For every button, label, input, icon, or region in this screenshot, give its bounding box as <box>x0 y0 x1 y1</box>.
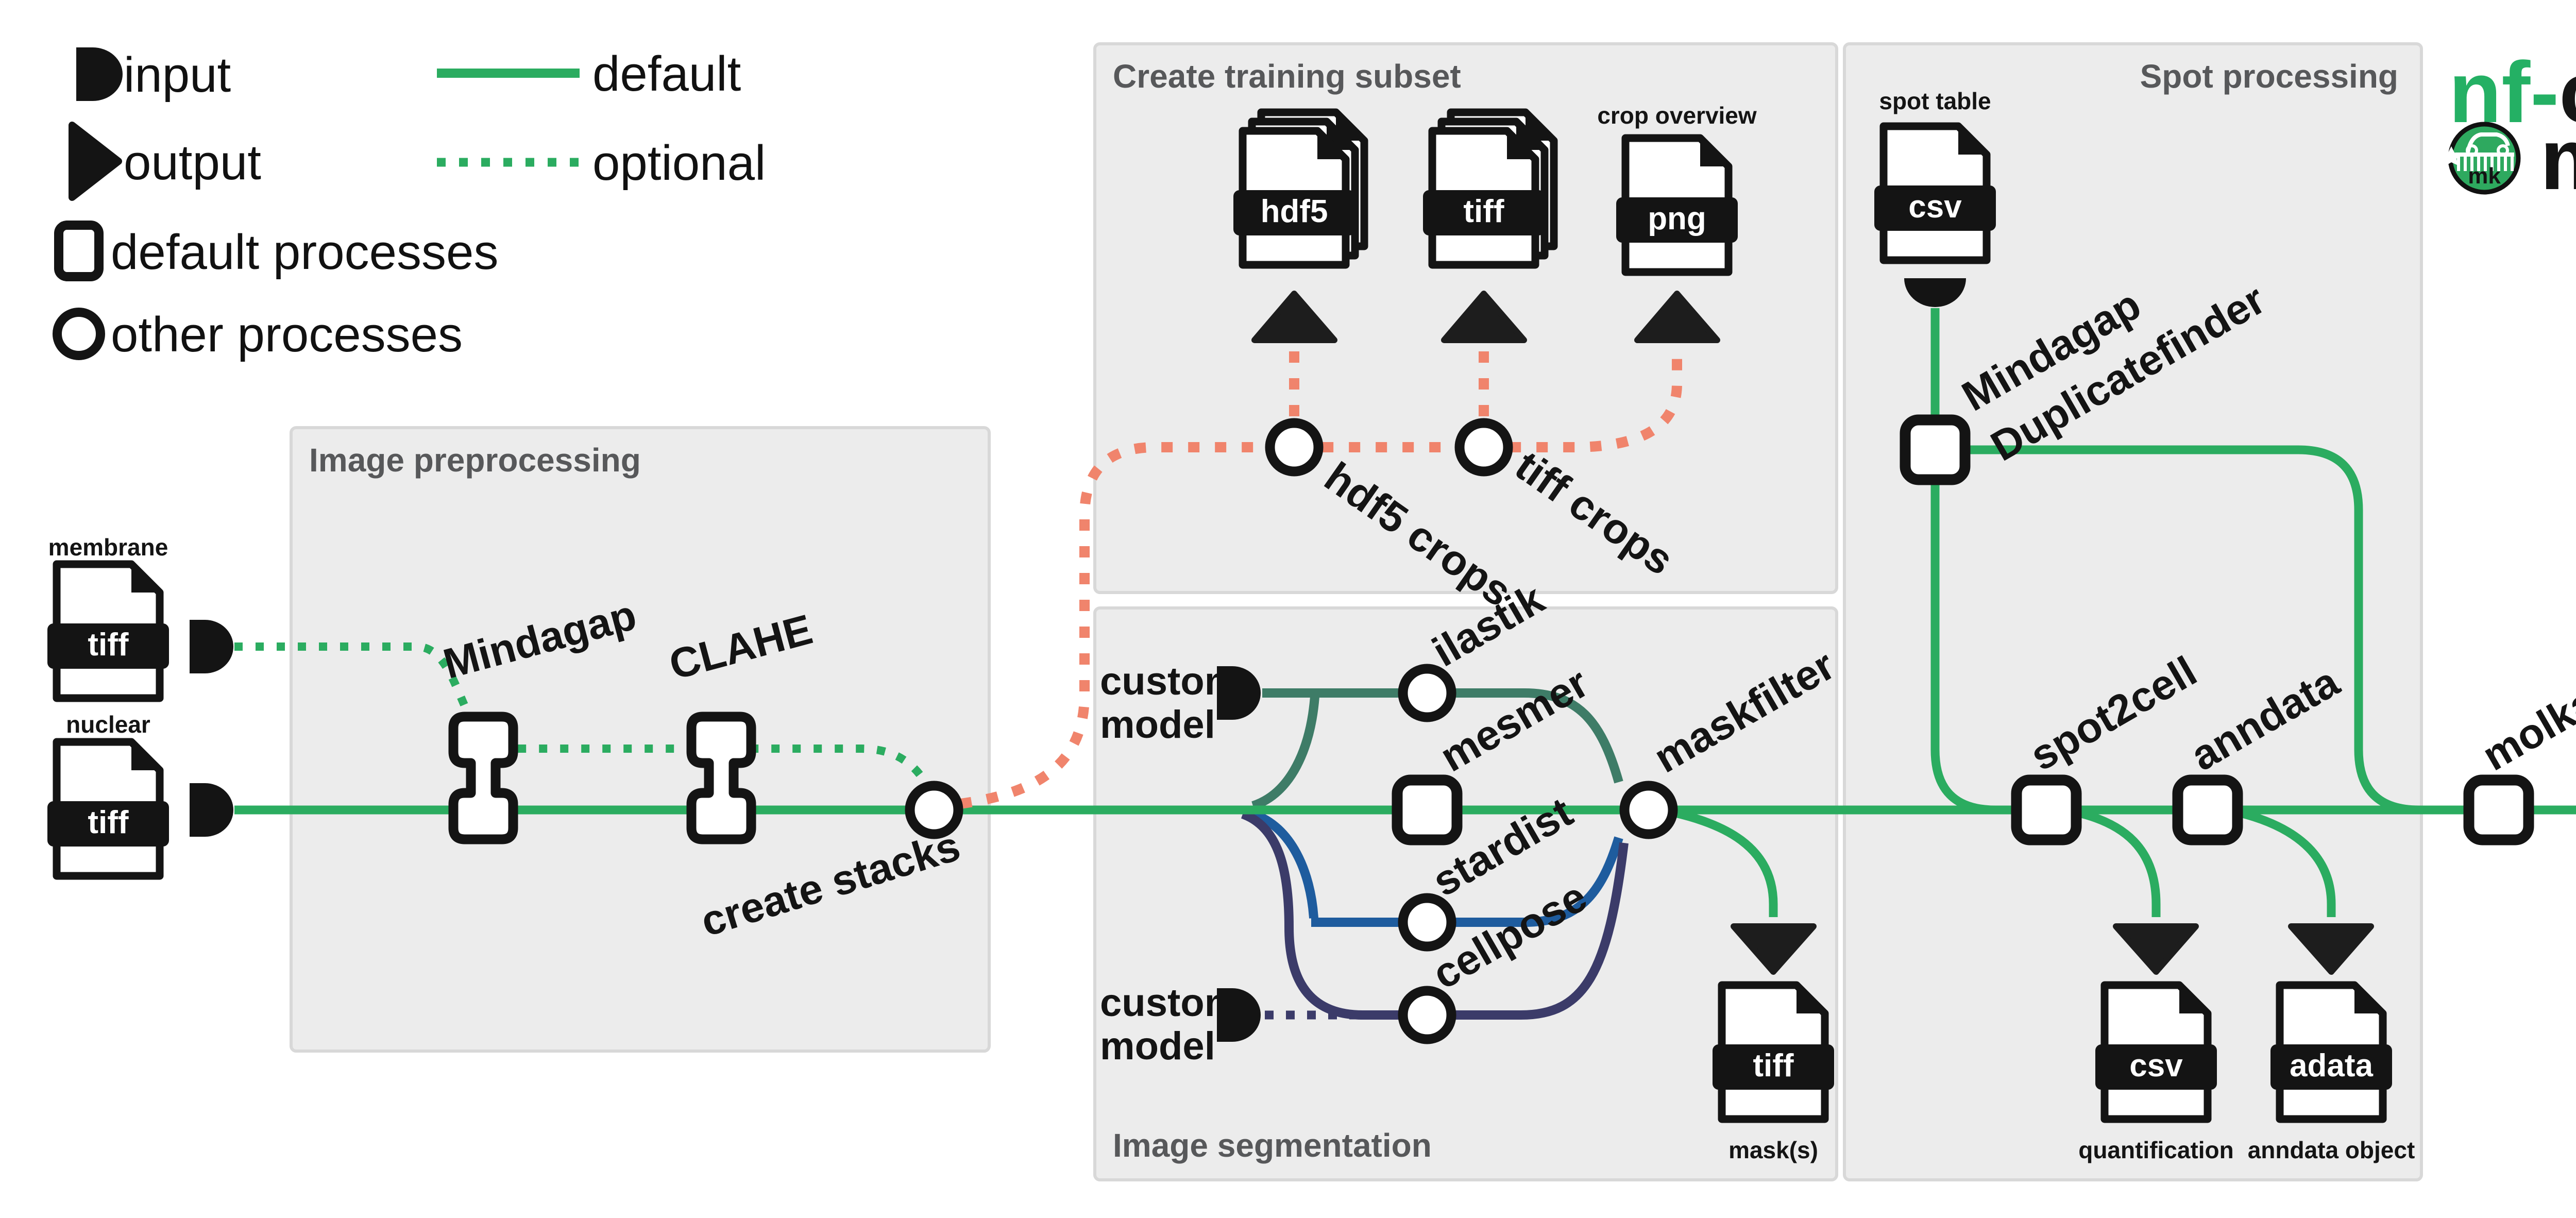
membrane-label: membrane <box>48 534 168 561</box>
legend-default-label: default <box>592 46 741 102</box>
custom-model-top-line2: model <box>1100 703 1215 747</box>
custom-model-labels: custom model custom model <box>1100 659 1239 1068</box>
legend-input-label: input <box>124 47 231 103</box>
ilastik-branch-up <box>1251 696 1319 810</box>
create-stacks-node <box>905 781 963 839</box>
molkart-wordmark: molkart <box>2540 111 2576 208</box>
process-nodes <box>453 414 2534 1044</box>
custom-model-top-line1: custom <box>1100 659 1239 703</box>
masks-file-icon: tiff <box>1713 985 1834 1119</box>
adata-format-label: adata <box>2290 1048 2373 1084</box>
nuclear-file-icon: tiff <box>47 742 169 876</box>
anndata-object-file-icon: adata <box>2270 985 2392 1119</box>
anndata-node <box>2172 774 2243 845</box>
spot-table-input-icon <box>1904 278 1966 307</box>
quantification-file-icon: csv <box>2095 985 2217 1119</box>
spot2cell-node <box>2011 774 2082 845</box>
legend-optional-label: optional <box>592 136 766 191</box>
tiff-crops-node <box>1454 418 1513 477</box>
legend-output-label: output <box>124 135 261 190</box>
segmentation-branches <box>1241 688 1629 1020</box>
ilastik-node <box>1398 664 1456 722</box>
hdf5-output-arrow <box>1251 291 1337 343</box>
custom-model-bottom-line1: custom <box>1100 981 1239 1025</box>
legend-default-processes-label: default processes <box>111 225 498 280</box>
maskfilter-output-line <box>1672 808 1778 917</box>
box-title-training: Create training subset <box>1113 58 1461 95</box>
nf-core-molkart-logo: nf-core/ mk molkart <box>2441 44 2576 208</box>
cellpose-node <box>1398 986 1456 1044</box>
spot-table-file-icon: csv <box>1874 126 1996 260</box>
duplicatefinder-branch-line <box>1965 445 2419 815</box>
box-title-spot: Spot processing <box>2140 58 2398 95</box>
default-flow-lines <box>234 308 2576 917</box>
nf-core-wordmark: nf-core/ <box>2449 44 2576 141</box>
spot-table-flow-line <box>1930 308 1996 815</box>
tiff-crops-file-icon: tiff <box>1423 112 1554 265</box>
ilastik-lane <box>1262 688 1623 784</box>
legend-other-processes-label: other processes <box>111 307 463 362</box>
molkart-badge-icon: mk <box>2441 122 2521 195</box>
core-text: core/ <box>2559 44 2576 141</box>
cellpose-lane <box>1360 842 1629 1020</box>
crops-optional-line <box>959 346 1682 809</box>
box-image-preprocessing <box>290 426 991 1053</box>
membrane-format-label: tiff <box>88 627 129 663</box>
box-title-segmentation: Image segmentation <box>1113 1127 1432 1164</box>
default-process-icon <box>54 221 104 281</box>
quantification-format-label: csv <box>2129 1048 2183 1084</box>
other-process-icon <box>53 308 105 360</box>
maskfilter-node <box>1619 781 1678 839</box>
png-output-arrow <box>1634 291 1720 343</box>
box-title-preprocessing: Image preprocessing <box>309 442 641 479</box>
spot-table-format-label: csv <box>1908 189 1962 225</box>
membrane-input-icon <box>190 620 233 673</box>
badge-mk-text: mk <box>2468 163 2501 189</box>
crop-overview-file-icon: png <box>1616 138 1738 272</box>
box-spot-processing <box>1843 42 2423 1181</box>
cellpose-branch-down <box>1241 809 1363 1020</box>
output-arrows <box>1251 291 2374 975</box>
membrane-file-icon: tiff <box>47 564 169 698</box>
stardist-lane <box>1311 836 1623 927</box>
hdf5-format-label: hdf5 <box>1261 194 1328 229</box>
legend: input output default optional default pr… <box>53 46 766 362</box>
png-format-label: png <box>1648 201 1706 236</box>
mesmer-node <box>1392 774 1463 845</box>
crop-overview-label: crop overview <box>1597 102 1757 129</box>
nuclear-format-label: tiff <box>88 805 129 840</box>
tiff-format-label: tiff <box>1463 194 1504 229</box>
spot-table-label: spot table <box>1879 88 1991 114</box>
custom-model-bottom-input-icon <box>1217 988 1261 1042</box>
anndata-output-line <box>2237 808 2336 917</box>
spot2cell-output-line <box>2076 808 2161 917</box>
custom-model-top-input-icon <box>1217 666 1261 720</box>
output-icon <box>69 122 122 201</box>
quantification-label: quantification <box>2078 1137 2234 1163</box>
anndata-object-output-arrow <box>2288 923 2374 975</box>
masks-label: mask(s) <box>1728 1137 1818 1163</box>
molkartqc-node <box>2463 774 2534 845</box>
membrane-optional-line <box>234 642 935 794</box>
nuclear-input-icon <box>190 783 233 837</box>
molkartqc-label: molkartqc <box>2475 638 2576 780</box>
masks-format-label: tiff <box>1753 1048 1794 1084</box>
input-shapes <box>190 278 1966 1042</box>
hdf5-crops-file-icon: hdf5 <box>1233 112 1364 265</box>
nf-text: nf- <box>2449 44 2559 141</box>
quantification-output-arrow <box>2113 923 2199 975</box>
nuclear-label: nuclear <box>66 711 150 738</box>
masks-output-arrow <box>1731 923 1817 975</box>
stardist-branch-down <box>1251 809 1318 919</box>
stardist-node <box>1398 893 1456 952</box>
duplicatefinder-node <box>1900 414 1971 485</box>
box-image-segmentation <box>1093 606 1838 1181</box>
hdf5-crops-node <box>1265 418 1324 477</box>
custom-model-bottom-line2: model <box>1100 1024 1215 1068</box>
tiff-output-arrow <box>1441 291 1527 343</box>
anndata-object-label: anndata object <box>2248 1137 2415 1163</box>
training-subset-lines <box>959 346 1682 809</box>
input-icon <box>76 47 123 101</box>
